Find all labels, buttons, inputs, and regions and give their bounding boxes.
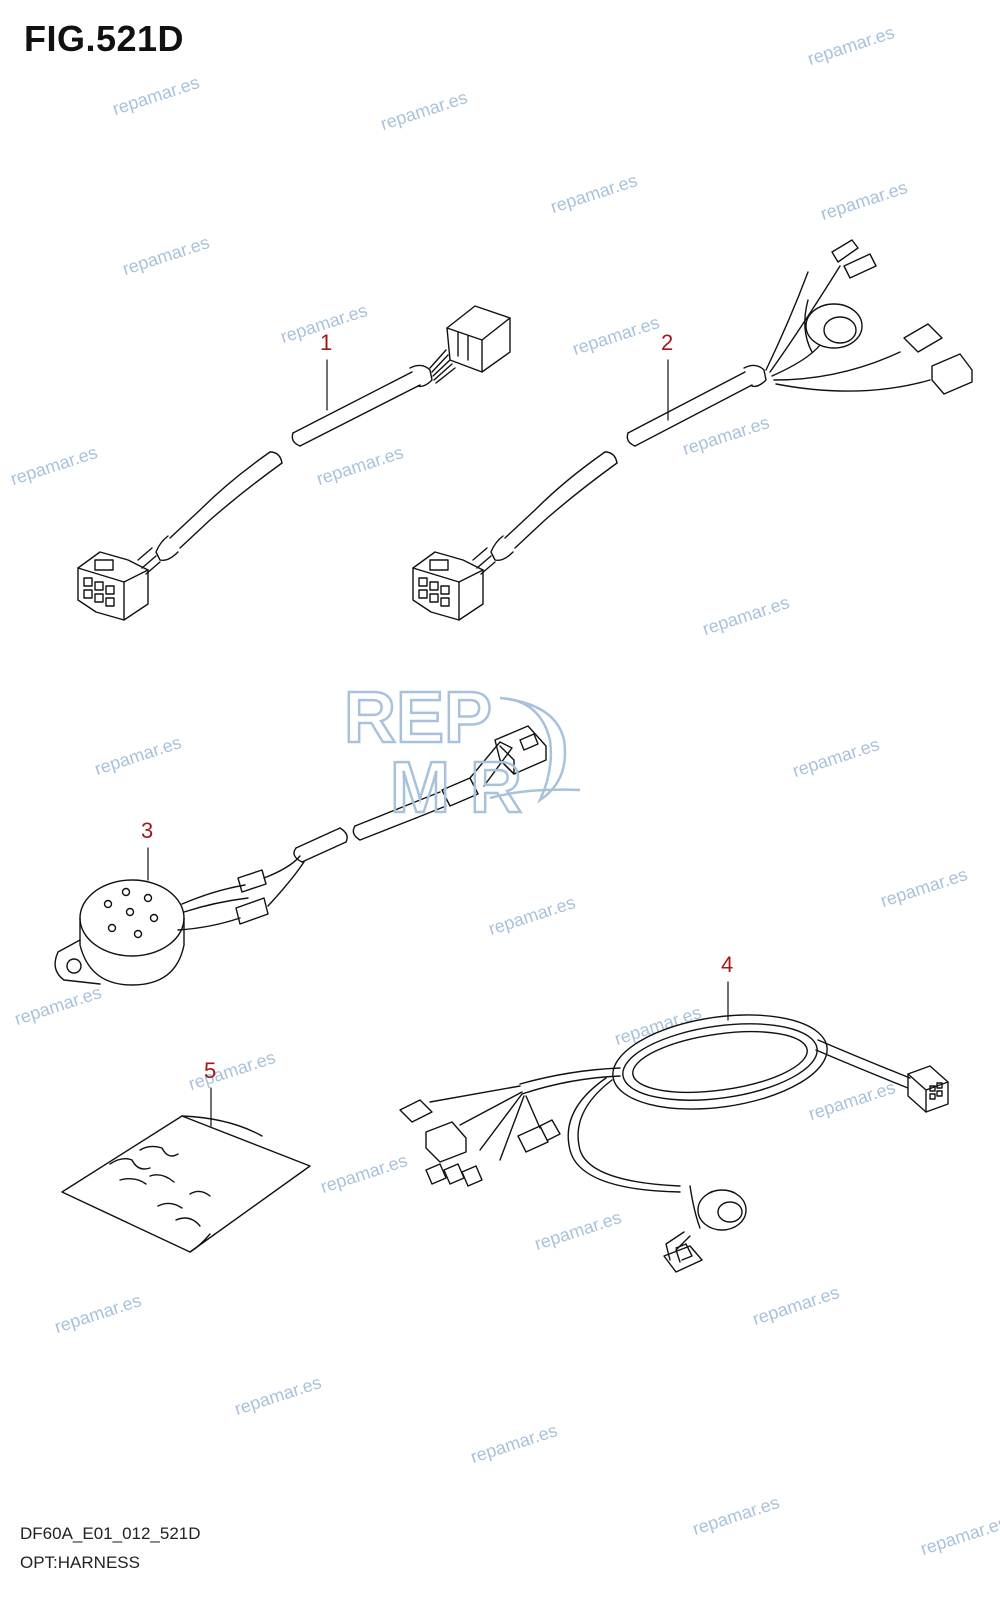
part-4-remote-harness xyxy=(399,1014,949,1273)
callout-5: 5 xyxy=(204,1058,217,1083)
part-1-extension-harness xyxy=(77,305,511,621)
figure-code: DF60A_E01_012_521D xyxy=(20,1524,201,1543)
repamar-logo-watermark: REP M R xyxy=(343,680,581,820)
part-2-main-harness xyxy=(412,239,973,621)
part-5-parts-bag xyxy=(61,1115,311,1253)
logo-sail-icon xyxy=(499,696,567,804)
callout-2: 2 xyxy=(661,330,674,355)
figure-label: OPT:HARNESS xyxy=(20,1553,140,1572)
part-3-buzzer-harness xyxy=(54,725,547,986)
figure-title: FIG.521D xyxy=(24,18,185,59)
logo-text-top: REP xyxy=(344,680,492,758)
callout-3: 3 xyxy=(141,818,154,843)
callout-4: 4 xyxy=(721,952,734,977)
leader-lines xyxy=(147,359,729,1127)
callout-1: 1 xyxy=(320,330,333,355)
logo-text-bottom: M R xyxy=(390,748,522,820)
